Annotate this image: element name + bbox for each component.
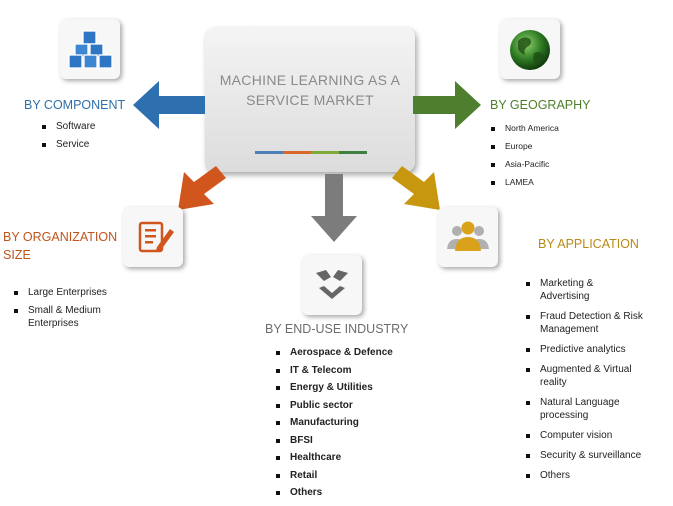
people-icon bbox=[447, 221, 489, 251]
list-item: Small & Medium bbox=[14, 304, 107, 317]
list-item: Augmented & Virtual bbox=[526, 363, 643, 376]
list-item: Software bbox=[42, 120, 95, 133]
color-bar-3 bbox=[311, 151, 339, 154]
list-item: BFSI bbox=[276, 434, 393, 447]
list-item: Aerospace & Defence bbox=[276, 346, 393, 359]
color-bar-2 bbox=[283, 151, 311, 154]
arrow-left-blue bbox=[133, 81, 205, 129]
list-item: Fraud Detection & Risk bbox=[526, 310, 643, 323]
list-item: Healthcare bbox=[276, 451, 393, 464]
arrow-down-right-gold bbox=[392, 166, 440, 210]
list-item: Predictive analytics bbox=[526, 343, 643, 356]
list-item: Enterprises bbox=[28, 318, 79, 329]
globe-icon bbox=[510, 30, 550, 70]
arrow-down-left-orange bbox=[178, 166, 226, 210]
list-item: reality bbox=[540, 377, 567, 388]
geography-heading: BY GEOGRAPHY bbox=[490, 98, 591, 112]
list-item: Public sector bbox=[276, 399, 393, 412]
geography-list: North America Europe Asia-Pacific LAMEA bbox=[491, 122, 559, 188]
list-item: IT & Telecom bbox=[276, 364, 393, 377]
list-item: Computer vision bbox=[526, 429, 643, 442]
application-heading: BY APPLICATION bbox=[538, 237, 639, 251]
application-list: Marketing & Advertising Fraud Detection … bbox=[526, 277, 643, 482]
center-box: MACHINE LEARNING AS A SERVICE MARKET bbox=[205, 27, 415, 172]
arrow-right-green bbox=[413, 81, 481, 129]
list-item: Marketing & bbox=[526, 277, 643, 290]
list-item: Service bbox=[42, 138, 95, 151]
list-item: Management bbox=[540, 324, 599, 335]
organization-heading-line1: BY ORGANIZATION bbox=[3, 230, 118, 244]
list-item: Security & surveillance bbox=[526, 449, 643, 462]
list-item: Retail bbox=[276, 469, 393, 482]
list-item: Large Enterprises bbox=[14, 286, 107, 299]
geography-icon-box bbox=[500, 19, 560, 79]
document-edit-icon bbox=[138, 221, 174, 253]
end-use-icon-box bbox=[302, 255, 362, 315]
component-heading: BY COMPONENT bbox=[24, 98, 126, 112]
application-icon-box bbox=[438, 207, 498, 267]
list-item: North America bbox=[491, 122, 559, 134]
organization-list: Large Enterprises Small & Medium Enterpr… bbox=[14, 286, 107, 330]
list-item: Advertising bbox=[540, 291, 590, 302]
color-bar-1 bbox=[255, 151, 283, 154]
list-item: Europe bbox=[491, 140, 559, 152]
component-list: Software Service bbox=[42, 120, 95, 151]
list-item: Energy & Utilities bbox=[276, 381, 393, 394]
list-item: LAMEA bbox=[491, 176, 559, 188]
end-use-list: Aerospace & Defence IT & Telecom Energy … bbox=[276, 346, 393, 499]
component-icon-box bbox=[60, 19, 120, 79]
handshake-icon bbox=[316, 270, 348, 299]
list-item: processing bbox=[540, 410, 589, 421]
list-item: Asia-Pacific bbox=[491, 158, 559, 170]
list-item: Manufacturing bbox=[276, 416, 393, 429]
center-title: MACHINE LEARNING AS A SERVICE MARKET bbox=[219, 72, 401, 108]
list-item: Others bbox=[526, 469, 643, 482]
cubes-icon bbox=[68, 30, 113, 69]
list-item: Natural Language bbox=[526, 396, 643, 409]
organization-heading: BY ORGANIZATION SIZE bbox=[3, 229, 117, 263]
end-use-heading: BY END-USE INDUSTRY bbox=[265, 322, 409, 336]
organization-heading-line2: SIZE bbox=[3, 248, 31, 262]
organization-icon-box bbox=[123, 207, 183, 267]
color-bar-4 bbox=[339, 151, 367, 154]
arrow-down-gray bbox=[311, 174, 357, 242]
list-item: Others bbox=[276, 486, 393, 499]
